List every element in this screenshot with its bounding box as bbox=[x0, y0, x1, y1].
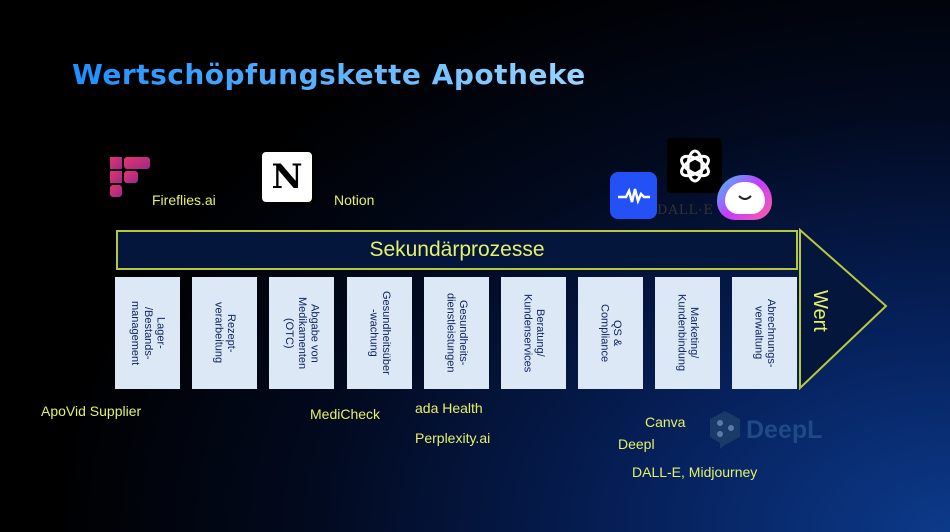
dalle-logo-text: DALL·E bbox=[657, 203, 714, 218]
perplexity-label: Perplexity.ai bbox=[415, 430, 491, 446]
process-label: QS & Compliance bbox=[598, 303, 624, 363]
process-box: Lager- /Bestands- management bbox=[115, 277, 180, 389]
process-label: Beratung/ Kundenservices bbox=[521, 293, 547, 373]
process-box: Gesundheits- dienstleistungen bbox=[424, 277, 489, 389]
secondary-processes-bar: Sekundärprozesse bbox=[116, 230, 798, 270]
process-box: Abrechnungs- verwaltung bbox=[732, 277, 797, 389]
ada-health-label: ada Health bbox=[415, 400, 483, 416]
notion-logo-icon: N bbox=[258, 148, 316, 206]
process-label: Abrechnungs- verwaltung bbox=[752, 298, 778, 368]
fireflies-logo-icon bbox=[110, 157, 150, 197]
audio-wave-app-icon bbox=[610, 172, 657, 219]
fireflies-label: Fireflies.ai bbox=[152, 192, 216, 208]
process-label: Gesundheits- dienstleistungen bbox=[444, 293, 470, 373]
process-box: Gesundheitsüber -wachung bbox=[347, 277, 412, 389]
chatgpt-logo-icon bbox=[667, 138, 722, 193]
process-label: Lager- /Bestands- management bbox=[129, 300, 167, 366]
deepl-logo-text: DeepL bbox=[746, 416, 823, 444]
canva-label: Canva bbox=[645, 414, 686, 430]
process-box: Beratung/ Kundenservices bbox=[501, 277, 566, 389]
deepl-label: Deepl bbox=[618, 436, 655, 452]
process-label: Marketing/ Kundenbindung bbox=[675, 294, 701, 372]
dalle-midjourney-label: DALL-E, Midjourney bbox=[632, 464, 758, 480]
process-box: Rezept- verarbeitung bbox=[192, 277, 257, 389]
value-label: Wert bbox=[809, 290, 831, 332]
process-label: Rezept- verarbeitung bbox=[212, 302, 238, 364]
process-box: Abgabe von Medikamenten (OTC) bbox=[269, 277, 334, 389]
apovid-label: ApoVid Supplier bbox=[41, 403, 142, 419]
page-title: Wertschöpfungskette Apotheke bbox=[72, 58, 586, 91]
value-arrow bbox=[799, 228, 888, 390]
notion-label: Notion bbox=[334, 192, 375, 208]
medicheck-label: MediCheck bbox=[310, 406, 381, 422]
process-label: Gesundheitsüber -wachung bbox=[367, 291, 393, 375]
process-label: Abgabe von Medikamenten (OTC) bbox=[283, 296, 321, 370]
deepl-logo-icon bbox=[708, 410, 742, 449]
jasper-logo-icon bbox=[717, 175, 772, 220]
process-box: QS & Compliance bbox=[578, 277, 643, 389]
process-box: Marketing/ Kundenbindung bbox=[655, 277, 720, 389]
